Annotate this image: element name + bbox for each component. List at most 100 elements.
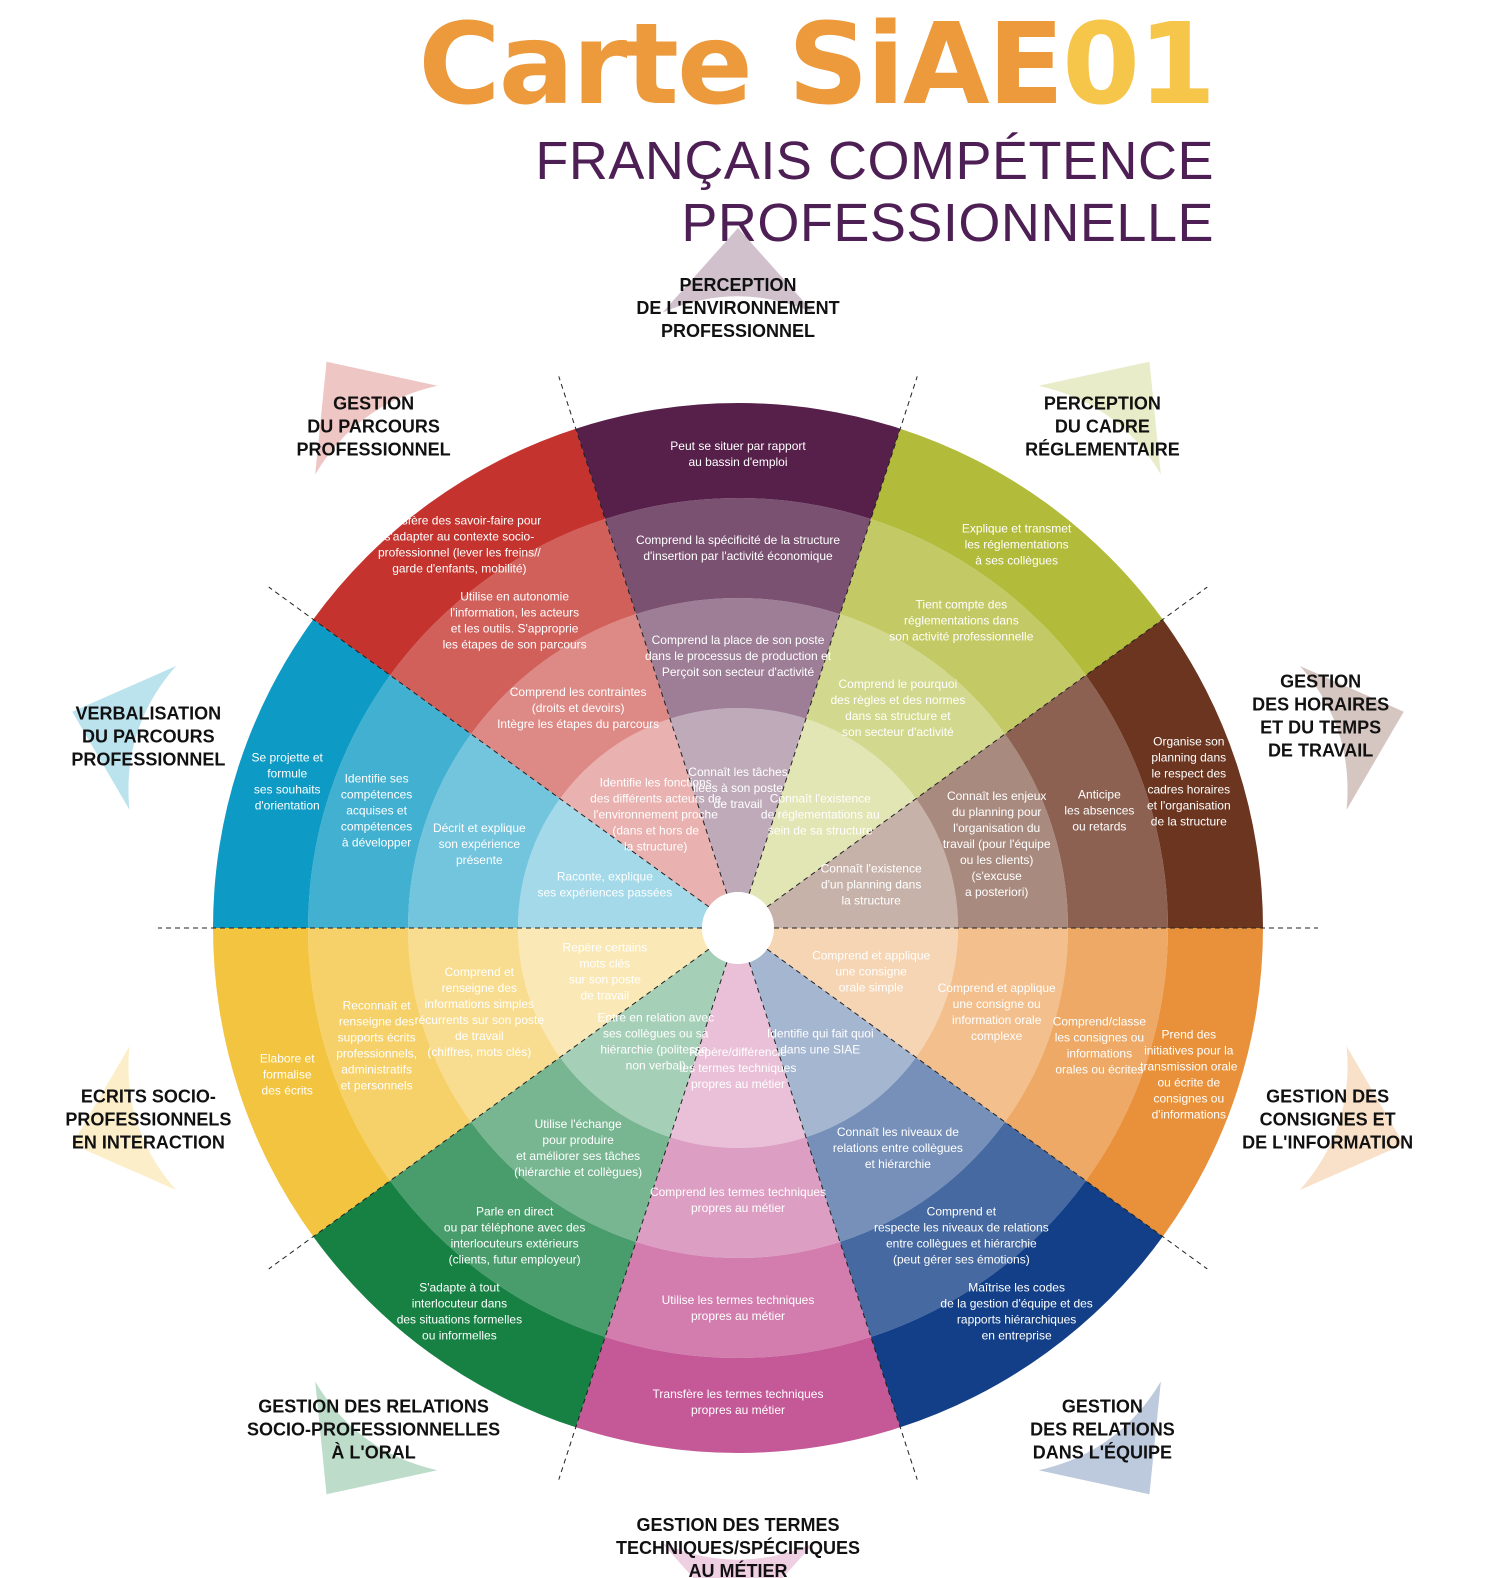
relations-equipe-ring-4 xyxy=(870,1180,1163,1428)
consignes-ring-4 xyxy=(1085,928,1263,1237)
relations-oral-ring-2 xyxy=(471,1057,671,1242)
perception-environnement-ring-1 xyxy=(670,707,806,894)
perception-cadre-ring-1 xyxy=(749,718,916,907)
subtitle-line-1: FRANÇAIS COMPÉTENCE xyxy=(535,131,1214,191)
separator-line xyxy=(748,376,918,894)
separator-line xyxy=(268,948,710,1270)
termes-ring-2 xyxy=(636,1137,840,1259)
ecrits-ring-3 xyxy=(308,928,472,1181)
relations-equipe-ring-1 xyxy=(749,949,916,1138)
consignes-ring-3 xyxy=(1004,928,1168,1181)
termes-ring-3 xyxy=(605,1241,871,1359)
parcours-ring-1 xyxy=(560,718,727,907)
consignes-ring-1 xyxy=(767,928,958,1058)
perception-environnement-arrow-icon xyxy=(662,228,814,313)
relations-oral-ring-4 xyxy=(313,1180,606,1428)
horaires-arrow-icon xyxy=(1299,665,1404,810)
title-main: Carte SiAE xyxy=(418,0,1064,130)
page-title: Carte SiAE01 xyxy=(418,0,1216,130)
parcours-arrow-icon xyxy=(315,361,438,475)
separator-line xyxy=(268,586,710,908)
perception-environnement-ring-2 xyxy=(636,598,840,719)
relations-oral-ring-1 xyxy=(560,949,727,1138)
horaires-ring-3 xyxy=(1004,675,1168,928)
separator-line xyxy=(558,376,728,894)
consignes-ring-2 xyxy=(915,928,1068,1122)
title-number: 01 xyxy=(1062,0,1216,130)
separator-line xyxy=(766,948,1208,1270)
separator-line xyxy=(748,962,918,1480)
termes-ring-1 xyxy=(670,962,806,1148)
perception-cadre-ring-2 xyxy=(805,614,1005,799)
relations-equipe-ring-3 xyxy=(839,1121,1086,1337)
parcours-ring-3 xyxy=(390,519,637,735)
verbalisation-ring-3 xyxy=(308,675,472,928)
separator-line xyxy=(766,586,1208,908)
termes-ring-4 xyxy=(575,1336,901,1454)
perception-cadre-ring-3 xyxy=(839,519,1086,735)
relations-equipe-ring-2 xyxy=(805,1057,1005,1242)
verbalisation-ring-1 xyxy=(518,798,709,928)
perception-cadre-arrow-icon xyxy=(1038,361,1161,475)
termes-arrow-icon xyxy=(662,1543,814,1578)
parcours-ring-4 xyxy=(313,428,606,676)
ecrits-ring-1 xyxy=(518,928,709,1058)
verbalisation-ring-4 xyxy=(213,619,391,928)
ecrits-arrow-icon xyxy=(72,1046,177,1191)
consignes-arrow-icon xyxy=(1299,1046,1404,1191)
perception-cadre-ring-4 xyxy=(870,428,1163,676)
center-hole xyxy=(702,892,774,964)
relations-oral-ring-3 xyxy=(390,1121,637,1337)
ecrits-ring-4 xyxy=(213,928,391,1237)
horaires-ring-1 xyxy=(767,798,958,928)
verbalisation-ring-2 xyxy=(408,734,561,928)
verbalisation-arrow-icon xyxy=(72,665,177,810)
relations-equipe-arrow-icon xyxy=(1038,1381,1161,1495)
perception-environnement-ring-3 xyxy=(605,498,871,615)
